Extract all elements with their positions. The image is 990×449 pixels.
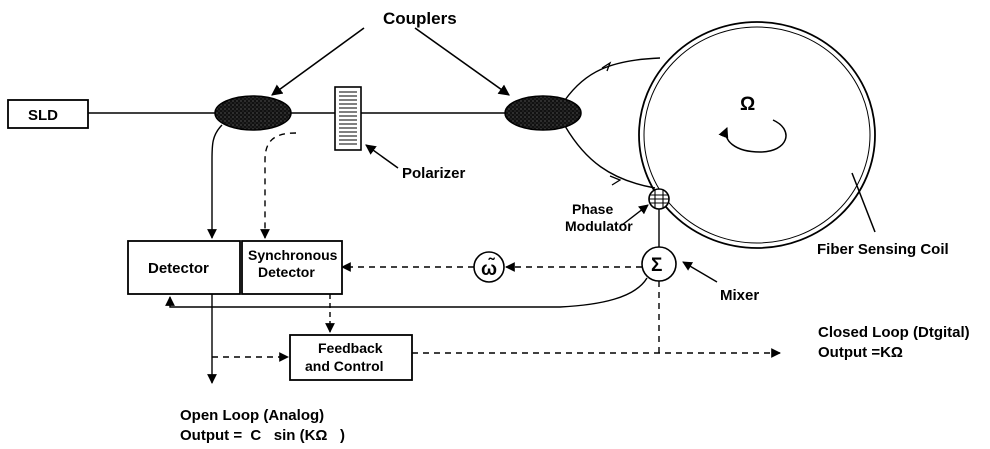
sld-box	[7, 99, 89, 129]
open-loop-label-2: Output = C sin (KΩ )	[180, 427, 345, 444]
detector-label: Detector	[148, 260, 209, 277]
sld-label: SLD	[28, 107, 58, 124]
rotation-arrow	[718, 119, 787, 153]
oscillator-omega: ω̃	[481, 257, 497, 280]
coupler-pointer-right	[414, 27, 510, 96]
detector-box	[127, 240, 241, 295]
phase-modulator	[648, 188, 670, 210]
coupler-to-sync-detector-link	[260, 132, 297, 239]
rotation-omega-label: Ω	[740, 94, 755, 115]
couplers-label: Couplers	[383, 9, 457, 28]
mixer-label: Mixer	[720, 287, 759, 304]
fiber-direction-arrow-lower	[609, 175, 622, 186]
closed-loop-label-1: Closed Loop (Dtgital)	[818, 324, 970, 341]
coupler-to-detector-fiber	[207, 124, 223, 239]
fiber-sensing-coil-label: Fiber Sensing Coil	[817, 241, 949, 258]
phase-modulator-pointer	[621, 204, 649, 226]
fiber-loop-upper	[564, 57, 661, 101]
coupler-pointer-left	[271, 27, 365, 96]
fiber-sensing-coil-outer	[638, 21, 876, 249]
polarizer-label: Polarizer	[402, 165, 466, 182]
feedback-control-box	[289, 334, 413, 381]
feedback-label-2: and Control	[305, 358, 384, 374]
fiber-sensing-coil-inner	[643, 26, 871, 244]
fiber-loop-lower	[564, 125, 656, 189]
sync-detector-label-1: Synchronous	[248, 247, 338, 263]
polarizer	[334, 86, 362, 151]
coupler-2	[504, 95, 582, 131]
mixer-to-detector-link	[165, 277, 648, 308]
phase-modulator-label-2: Modulator	[565, 218, 633, 234]
sync-detector-box	[241, 240, 343, 295]
mixer-sigma: Σ	[651, 255, 662, 276]
mixer-pointer	[682, 261, 718, 283]
sync-detector-label-2: Detector	[258, 264, 315, 280]
open-loop-label-1: Open Loop (Analog)	[180, 407, 324, 424]
feedback-label-1: Feedback	[318, 340, 383, 356]
phase-modulator-label-1: Phase	[572, 201, 613, 217]
coil-pointer	[851, 172, 876, 233]
closed-loop-label-2: Output =KΩ	[818, 344, 903, 361]
polarizer-pointer	[365, 144, 399, 169]
coupler-1	[214, 95, 292, 131]
fiber-direction-arrow-upper	[601, 61, 612, 72]
